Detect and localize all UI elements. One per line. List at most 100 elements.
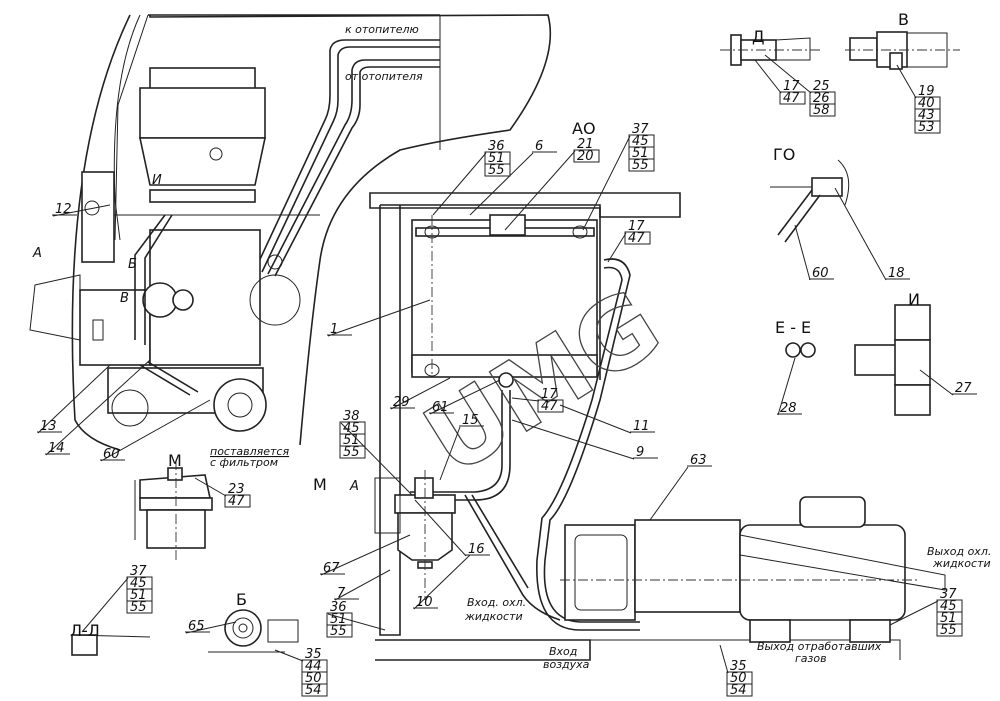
leader-line <box>559 404 632 434</box>
callout-number: 27 <box>955 381 972 396</box>
callout: 18 <box>834 187 910 281</box>
callout-number: 60 <box>812 266 829 281</box>
callout-number: 20 <box>577 149 594 164</box>
note-supplied: поставляется <box>210 445 289 458</box>
note-exhaust-out-2: газов <box>795 652 827 665</box>
callout-number: 43 <box>918 108 935 123</box>
engine <box>29 67 301 432</box>
leader-line <box>37 364 111 434</box>
leader-line <box>100 399 211 462</box>
callout-number: 37 <box>632 122 649 137</box>
callout-number: 51 <box>632 146 649 161</box>
callout-number: 29 <box>393 395 410 410</box>
callout: 1 <box>327 299 431 337</box>
leader-line <box>834 187 887 281</box>
callout: 15 <box>439 413 484 481</box>
callout-number: 47 <box>228 494 245 509</box>
callout-number: 45 <box>632 134 649 149</box>
callout-number: 17 <box>628 219 645 234</box>
callout-number: 15 <box>462 413 479 428</box>
note-air-in: Вход <box>549 645 577 658</box>
callout-box <box>484 163 511 177</box>
view-ll: Л-Л <box>70 621 100 640</box>
callout-number: 38 <box>343 409 360 424</box>
leader-line <box>511 397 540 402</box>
callout-box <box>628 158 655 172</box>
leader-line <box>719 644 729 674</box>
callout-number: 45 <box>940 599 957 614</box>
leader-line <box>340 422 413 496</box>
callout: 63 <box>649 453 712 521</box>
leader-line <box>81 577 129 633</box>
leader-line <box>794 224 811 281</box>
callout-number: 51 <box>488 151 505 166</box>
callout-number: 14 <box>48 441 65 456</box>
callout-box <box>573 149 600 163</box>
callout-number: 36 <box>488 139 505 154</box>
callout-number: 55 <box>940 623 957 638</box>
leader-line <box>777 357 796 416</box>
callout-box <box>301 683 328 697</box>
note-supplied-2: с фильтром <box>210 456 278 469</box>
callout-number: 51 <box>343 433 360 448</box>
leader-line <box>896 64 917 99</box>
callout-number: 47 <box>541 399 558 414</box>
callout-box <box>726 683 753 697</box>
leader-line <box>432 152 487 216</box>
leader-line <box>274 649 304 662</box>
callout-box <box>624 231 651 245</box>
callout-number: 51 <box>940 611 957 626</box>
callout-number: 37 <box>130 564 147 579</box>
detail-i <box>854 304 931 416</box>
leader-line <box>754 59 782 94</box>
detail-b <box>208 609 299 653</box>
callout-number: 37 <box>940 587 957 602</box>
leader-line <box>414 499 467 557</box>
leader-line <box>504 150 576 231</box>
leader-line <box>320 534 411 576</box>
callout-number: 45 <box>130 576 147 591</box>
callout-box <box>936 623 963 637</box>
callout-number: 55 <box>488 163 505 178</box>
hoses <box>410 258 640 631</box>
frame <box>369 192 901 661</box>
leader-line <box>469 152 534 216</box>
view-d: Д <box>752 27 765 46</box>
callout-number: 51 <box>130 588 147 603</box>
callout: 7 <box>334 569 391 601</box>
callout-number: 58 <box>813 103 830 118</box>
callout: 14 <box>45 359 151 456</box>
callout-number: 13 <box>40 419 57 434</box>
leader-line <box>327 613 386 631</box>
callout-number: 19 <box>918 84 935 99</box>
leader-line <box>194 477 227 497</box>
callout: 16 <box>414 499 490 557</box>
callout-number: 10 <box>416 595 433 610</box>
callout-number: 35 <box>305 647 322 662</box>
callout: 28 <box>777 357 802 416</box>
callout-number: 51 <box>330 612 347 627</box>
callout-number: 53 <box>918 120 935 135</box>
callout-number: 9 <box>636 445 644 460</box>
callout-box <box>339 445 366 459</box>
view-i-left: И <box>152 173 162 188</box>
callout: 6 <box>469 139 557 216</box>
note-coolant-in-2: жидкости <box>464 610 523 623</box>
callout-number: 17 <box>783 79 800 94</box>
leader-line <box>889 600 939 626</box>
callout: 27 <box>919 369 977 396</box>
callout-number: 23 <box>228 482 245 497</box>
callout-number: 26 <box>813 91 830 106</box>
note-from-heater: от отопителя <box>345 70 423 83</box>
radiator <box>411 214 598 388</box>
callout-number: 7 <box>337 586 346 601</box>
callout-box <box>326 624 353 638</box>
callout-number: 25 <box>813 79 830 94</box>
note-air-in-2: воздуха <box>543 658 590 671</box>
